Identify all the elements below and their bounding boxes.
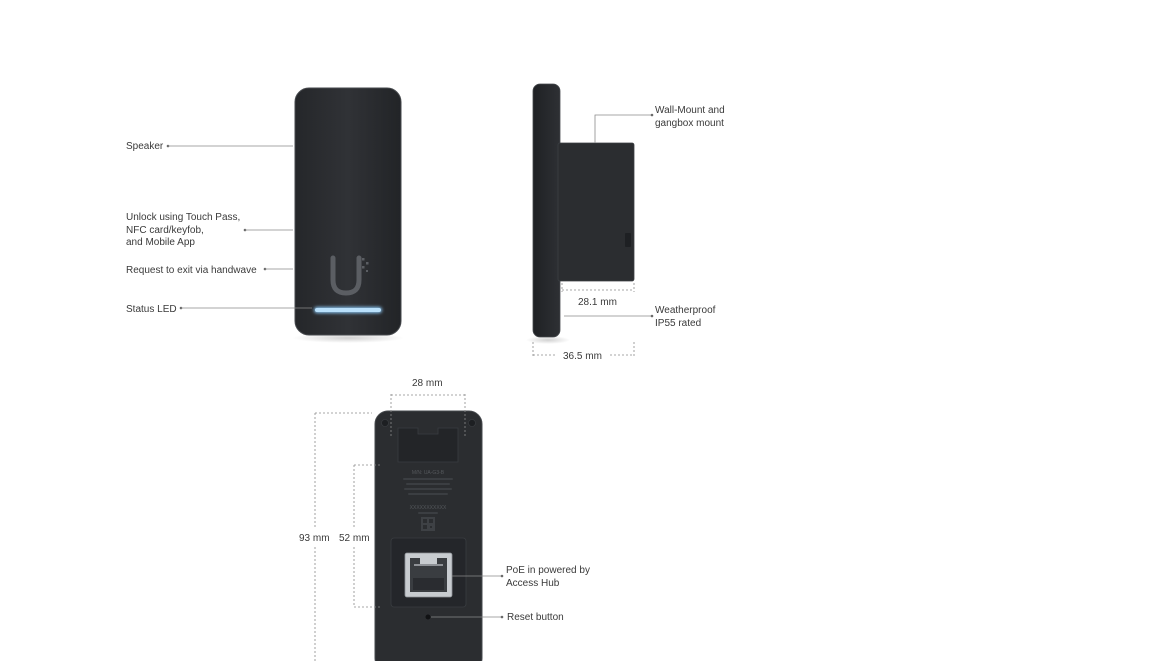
depth-inner-label: 28.1 mm [578,297,617,308]
callout-unlock: Unlock using Touch Pass, NFC card/keyfob… [126,212,293,248]
front-device-body [294,87,402,336]
serial-label: XXXXXXXXXXX [410,505,447,511]
callout-speaker: Speaker [126,141,293,152]
poe-label-line1: PoE in powered by [506,565,590,576]
mount-hole-left [381,419,389,427]
side-view: Wall-Mount and gangbox mount 28.1 mm Wea… [526,83,725,362]
height-total-label: 93 mm [299,533,330,544]
side-front-plate [532,83,561,338]
side-mount-box [557,142,635,282]
callout-poe: PoE in powered by Access Hub [452,565,590,589]
width-label: 28 mm [412,378,443,389]
model-label: M/N: UA-G3-B [412,470,445,476]
ethernet-port-icon [404,552,453,598]
mount-hole-right [468,419,476,427]
unifi-logo-icon [330,255,369,296]
callout-request-exit: Request to exit via handwave [126,265,293,276]
poe-label-line2: Access Hub [506,578,560,589]
status-led-label: Status LED [126,304,177,315]
reset-button-icon [425,614,431,620]
unlock-label-line2: NFC card/keyfob, [126,225,204,236]
dimension-width: 28 mm [390,378,466,436]
speaker-label: Speaker [126,141,164,152]
wall-mount-label-line2: gangbox mount [655,118,724,129]
depth-total-label: 36.5 mm [563,351,602,362]
height-inner-label: 52 mm [339,533,370,544]
latch-recess [397,427,459,463]
side-shadow [526,336,570,344]
front-view: Speaker Unlock using Touch Pass, NFC car… [126,87,404,343]
weatherproof-label-line1: Weatherproof [655,305,716,316]
side-clip [625,233,631,247]
unlock-label-line3: and Mobile App [126,237,195,248]
status-led [315,308,381,312]
callout-reset: Reset button [431,612,564,623]
request-exit-label: Request to exit via handwave [126,265,257,276]
callout-status-led: Status LED [126,304,312,315]
qr-code-icon [421,517,435,531]
wall-mount-label-line1: Wall-Mount and [655,105,725,116]
dimension-depth-inner: 28.1 mm [561,283,635,308]
callout-weatherproof: Weatherproof IP55 rated [564,305,716,329]
dimension-height-inner: 52 mm [339,464,380,608]
back-view: M/N: UA-G3-B XXXXXXXXXXX [299,378,590,661]
dimension-height-total: 93 mm [299,412,372,661]
dimension-depth-total: 36.5 mm [532,342,635,362]
reset-label: Reset button [507,612,564,623]
weatherproof-label-line2: IP55 rated [655,318,701,329]
unlock-label-line1: Unlock using Touch Pass, [126,212,240,223]
callout-wall-mount: Wall-Mount and gangbox mount [594,105,725,143]
